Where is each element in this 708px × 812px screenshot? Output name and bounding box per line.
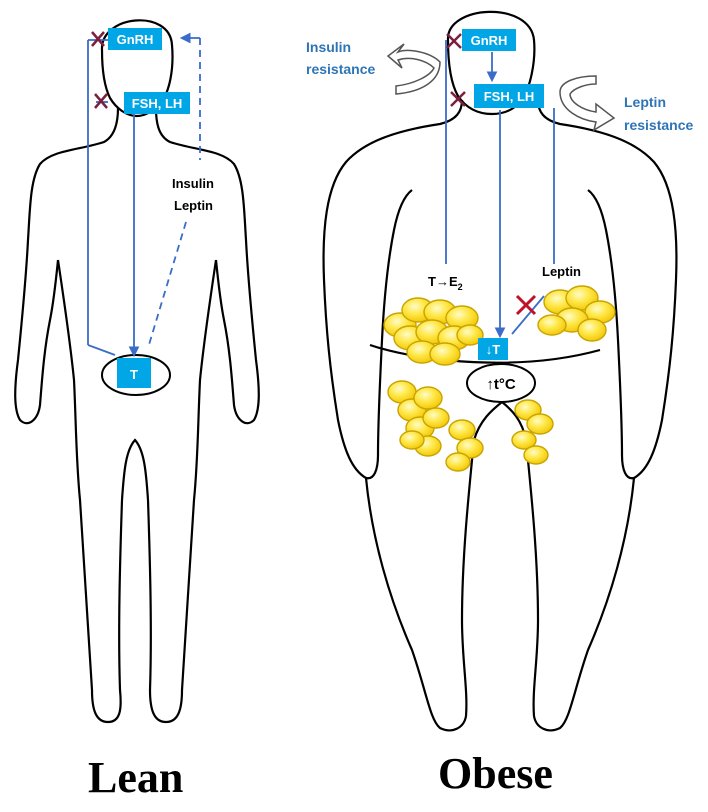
insulin-resistance-label-1: Insulin <box>306 39 351 55</box>
obese-fsh-lh-label: FSH, LH <box>484 89 535 104</box>
lean-insulin-label: Insulin <box>172 176 214 191</box>
lean-cross-gnrh <box>92 32 104 46</box>
obese-leptin-label: Leptin <box>542 264 581 279</box>
lean-testosterone-label: T <box>130 367 138 382</box>
insulin-resistance-arrow <box>388 44 440 94</box>
obese-gnrh-label: GnRH <box>471 33 508 48</box>
aromatization-label: T→E2 <box>428 274 463 292</box>
leptin-resistance-label-1: Leptin <box>624 94 666 110</box>
lean-gnrh-label: GnRH <box>117 32 154 47</box>
lean-fsh-lh-label: FSH, LH <box>132 96 183 111</box>
lean-caption: Lean <box>88 752 183 803</box>
temperature-label: ↑t°C <box>486 376 515 393</box>
obese-caption: Obese <box>438 748 553 799</box>
low-testosterone-label: ↓T <box>486 342 501 357</box>
leptin-resistance-arrow <box>560 76 614 130</box>
lean-leptin-label: Leptin <box>174 198 213 213</box>
obese-cross-leptin <box>517 296 535 314</box>
insulin-resistance-label-2: resistance <box>306 61 375 77</box>
lean-cross-fsh <box>95 94 107 108</box>
leptin-resistance-label-2: resistance <box>624 117 693 133</box>
